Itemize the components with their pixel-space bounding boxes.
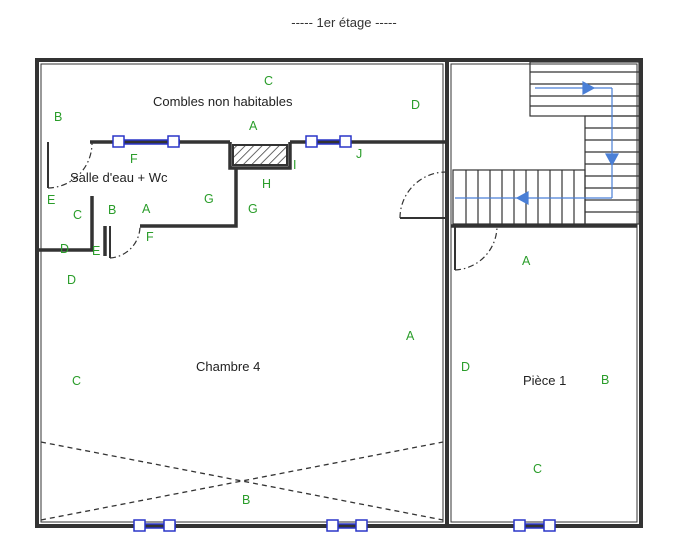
letter-conduit-i: I — [293, 158, 296, 172]
letter-sde-c: C — [73, 208, 82, 222]
letter-piece-a: A — [522, 254, 531, 268]
room-label-chambre: Chambre 4 — [196, 359, 260, 374]
doors — [47, 141, 498, 271]
letter-chambre-a: A — [406, 329, 415, 343]
windows — [112, 135, 556, 532]
letter-sde-f: F — [130, 152, 138, 166]
wall-inner-lines — [40, 63, 638, 523]
chimney-conduit — [232, 144, 288, 166]
window-chambre-left — [133, 519, 176, 532]
letter-window-j: J — [356, 147, 362, 161]
door-swing-chambre — [399, 171, 448, 219]
letter-piece-b: B — [601, 373, 609, 387]
letter-piece-d: D — [461, 360, 470, 374]
letter-chambre-c: C — [72, 374, 81, 388]
letter-sde-e: E — [47, 193, 55, 207]
letter-chambre-g: G — [248, 202, 258, 216]
letter-sde-e2: E — [92, 244, 100, 258]
letter-piece-c: C — [533, 462, 542, 476]
letter-combles-a: A — [249, 119, 258, 133]
window-piece — [513, 519, 556, 532]
outer-wall-left-block — [35, 58, 449, 528]
letter-sde-f2: F — [146, 230, 154, 244]
window-sde — [112, 135, 180, 148]
window-j — [305, 135, 352, 148]
room-label-piece: Pièce 1 — [523, 373, 566, 388]
staircase — [452, 61, 640, 225]
letter-sde-a: A — [142, 202, 151, 216]
letter-combles-b: B — [54, 110, 62, 124]
letter-combles-d: D — [411, 98, 420, 112]
wall-letters: C B D A F E C B A F D E D G H I J G C A … — [47, 74, 609, 507]
letter-sde-g: G — [204, 192, 214, 206]
letter-sde-d: D — [60, 242, 69, 256]
room-labels: Combles non habitables Salle d'eau + Wc … — [70, 94, 566, 388]
floor-title: ----- 1er étage ----- — [291, 15, 396, 30]
interior-walls — [37, 140, 637, 526]
letter-sde-d2: D — [67, 273, 76, 287]
letter-combles-c: C — [264, 74, 273, 88]
letter-conduit-h: H — [262, 177, 271, 191]
room-label-combles: Combles non habitables — [153, 94, 293, 109]
roof-slope-lines — [40, 441, 444, 521]
window-chambre-right — [326, 519, 368, 532]
room-label-salle-eau: Salle d'eau + Wc — [70, 170, 168, 185]
letter-chambre-b: B — [242, 493, 250, 507]
letter-sde-b: B — [108, 203, 116, 217]
stair-direction-arrow — [455, 80, 620, 206]
door-swing-piece — [454, 225, 498, 271]
exterior-walls — [35, 58, 643, 528]
door-swing-wc — [109, 225, 141, 259]
